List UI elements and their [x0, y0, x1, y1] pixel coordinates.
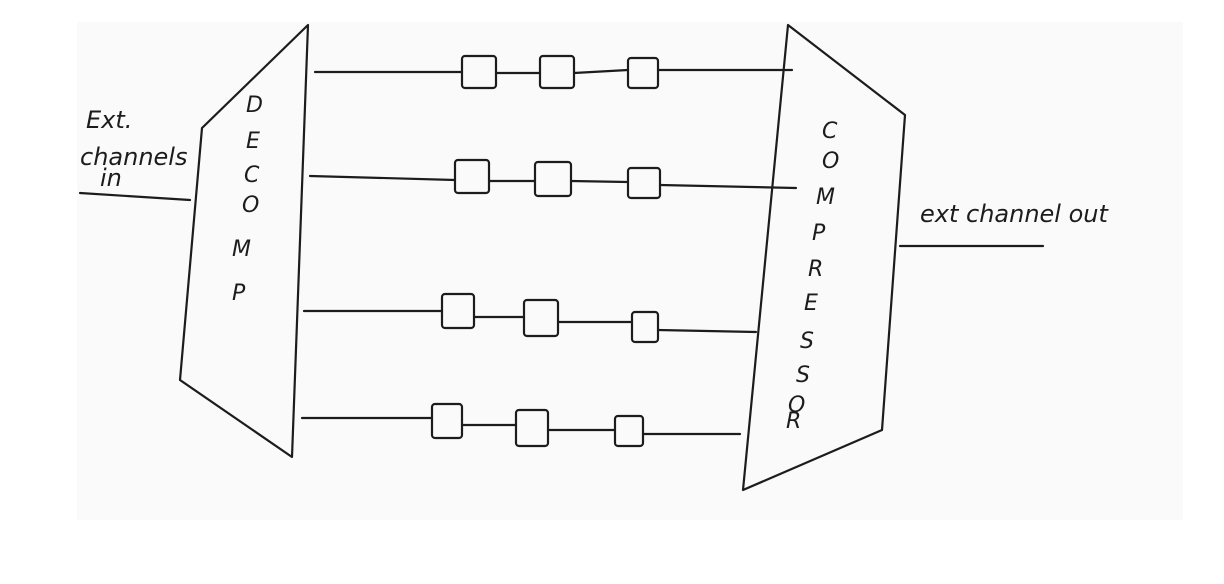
channel-box [440, 292, 476, 330]
channel-lane [313, 54, 794, 90]
decompressor-letter: E [246, 129, 260, 154]
decompressor-letter: P [232, 281, 246, 306]
input-label-line: Ext. [86, 106, 132, 134]
channel-lane [302, 292, 758, 344]
compressor-letter: R [808, 257, 823, 282]
input-label-line: channels [80, 143, 187, 171]
compressor-letter: E [804, 291, 818, 316]
compressor-letter: O [788, 393, 805, 418]
channel-box [626, 56, 660, 90]
channel-box [630, 310, 660, 344]
channel-box [430, 402, 464, 440]
channel-lane [300, 402, 742, 448]
compressor-label: C O M P R E S S O R [786, 119, 839, 434]
channel-lane [308, 158, 798, 200]
channel-box [613, 414, 645, 448]
compressor-letter: S [800, 329, 814, 354]
channel-box [626, 166, 662, 200]
channel-box [514, 408, 550, 448]
decompressor-label: D E C O M P [232, 93, 263, 306]
channel-wire [658, 183, 798, 190]
compressor-letter: M [816, 185, 835, 210]
output-label: ext channel out [920, 200, 1110, 228]
compressor-letter: C [822, 119, 838, 144]
decompressor-letter: M [232, 237, 251, 262]
input-label-line: in [100, 164, 122, 192]
compressor-block [741, 23, 907, 492]
channel-box [453, 158, 491, 195]
compressor-letter: O [822, 149, 839, 174]
decompressor-letter: C [244, 163, 260, 188]
compressor-letter: R [786, 409, 801, 434]
channel-wire [656, 328, 758, 334]
channel-box [533, 160, 573, 198]
compressor-letter: S [796, 363, 810, 388]
input-wire [78, 191, 192, 202]
channel-box [522, 298, 560, 338]
channel-wire [569, 179, 630, 184]
decompressor-block [178, 23, 310, 459]
decompressor-letter: D [246, 93, 263, 118]
channel-wire [572, 68, 630, 75]
decompressor-letter: O [242, 193, 259, 218]
compressor-letter: P [812, 221, 826, 246]
channel-wire [308, 174, 457, 182]
